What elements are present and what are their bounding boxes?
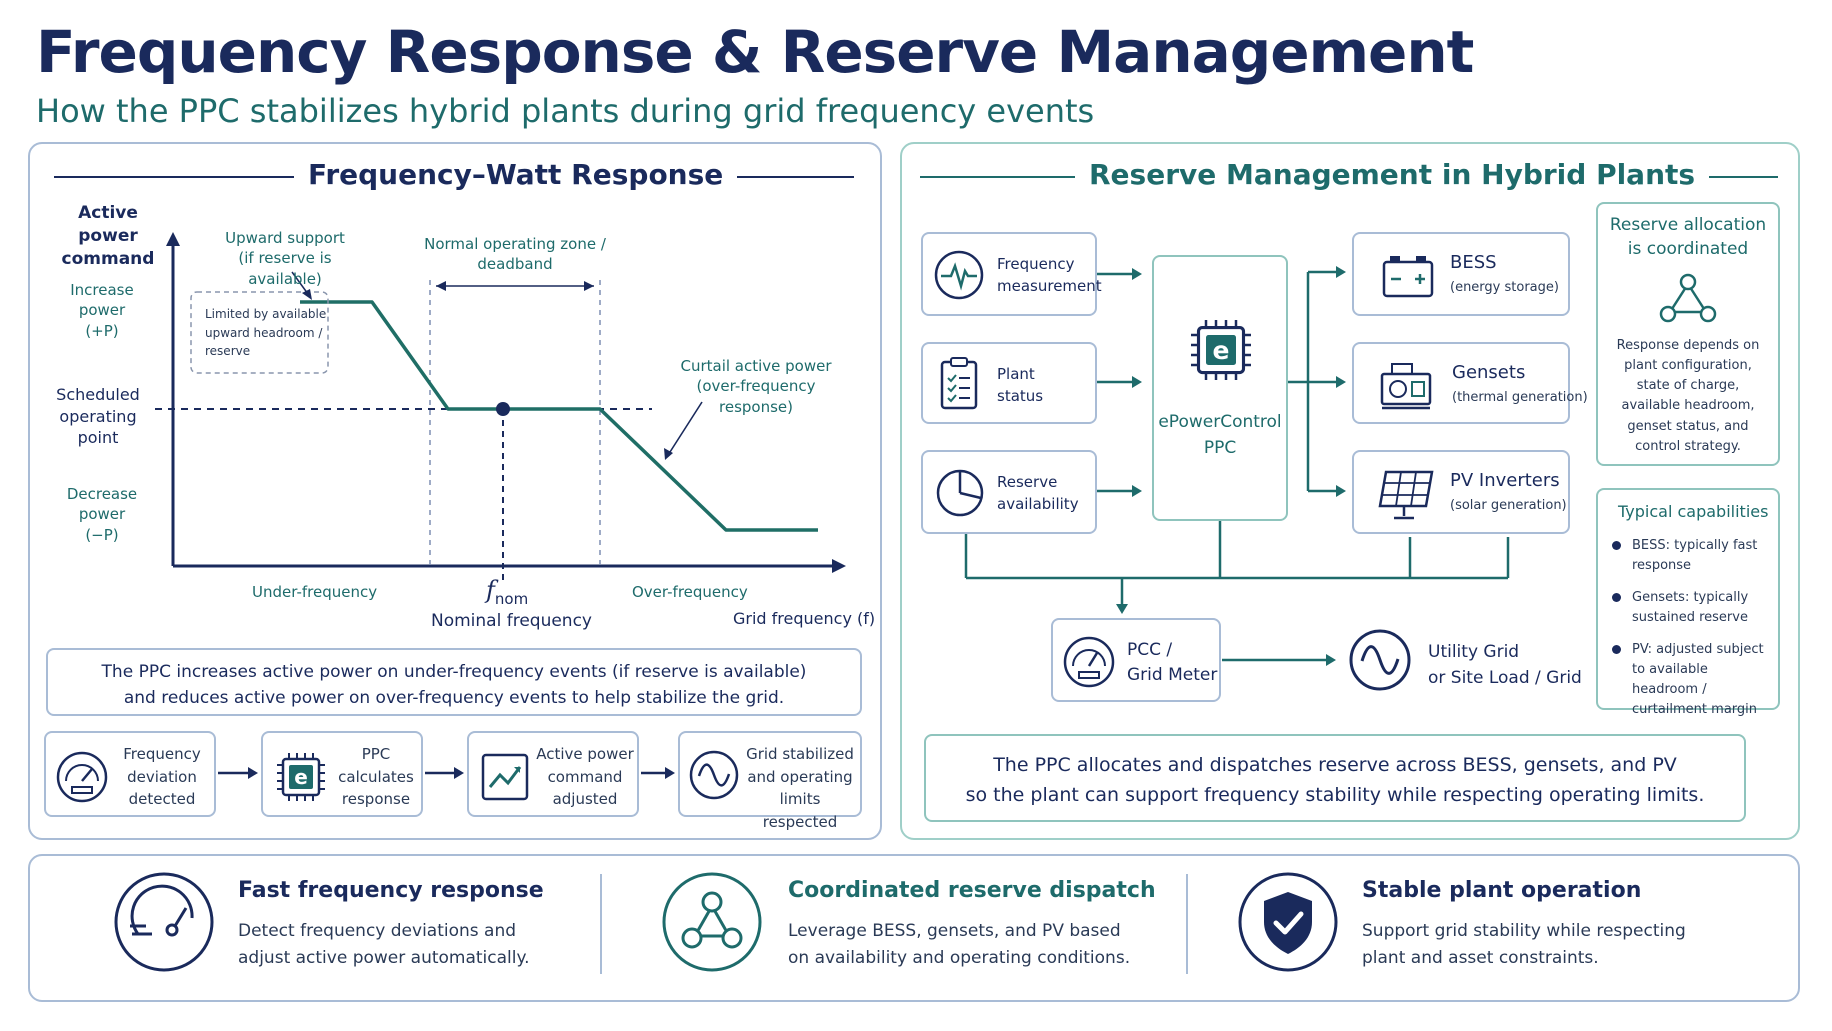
utility-sine-wave-icon — [1349, 629, 1411, 691]
pie-chart-icon — [936, 469, 984, 517]
footer-divider-2 — [1186, 874, 1188, 974]
output-bess: BESS (energy storage) — [1352, 232, 1570, 316]
upward-support-pointer — [291, 271, 309, 295]
shield-check-icon — [1238, 872, 1338, 972]
curtail-label: Curtail active power(over-frequency resp… — [680, 357, 832, 416]
solar-panel-icon — [1378, 470, 1434, 520]
normal-zone-label: Normal operating zone /deadband — [424, 235, 606, 274]
genset-icon — [1380, 363, 1432, 410]
benefit-stable-operation: Stable plant operation Support grid stab… — [1236, 868, 1766, 984]
network-nodes-icon — [1659, 273, 1717, 323]
benefit-fast-response: Fast frequency response Detect frequency… — [112, 868, 592, 984]
clipboard-icon — [940, 357, 978, 410]
output-pv-inverters: PV Inverters (solar generation) — [1352, 450, 1570, 534]
left-summary-box: The PPC increases active power on under-… — [46, 648, 862, 716]
output-gensets: Gensets (thermal generation) — [1352, 342, 1588, 424]
svg-text:e: e — [294, 765, 308, 789]
gauge-icon — [56, 751, 108, 803]
response-curve — [300, 300, 818, 532]
network-icon — [662, 872, 762, 972]
frequency-watt-panel — [28, 142, 882, 840]
sine-wave-icon — [689, 750, 739, 800]
left-panel-title: Frequency–Watt Response — [294, 158, 738, 191]
battery-icon — [1382, 256, 1434, 298]
curtail-pointer — [669, 401, 703, 453]
benefits-footer — [28, 854, 1800, 1002]
page-subtitle: How the PPC stabilizes hybrid plants dur… — [36, 92, 1095, 130]
right-panel-title: Reserve Management in Hybrid Plants — [1075, 158, 1710, 191]
pulse-icon — [934, 250, 984, 300]
ppc-chip-icon: e — [1191, 320, 1251, 380]
under-frequency-label: Under-frequency — [252, 583, 378, 601]
right-summary-box: The PPC allocates and dispatches reserve… — [924, 734, 1746, 822]
nominal-frequency-label: Nominal frequency — [431, 611, 592, 631]
typical-capabilities-box: Typical capabilities BESS: typically fas… — [1596, 488, 1780, 717]
upward-support-label: Upward support(if reserve is available) — [225, 229, 345, 288]
limited-note-box — [190, 291, 329, 374]
speedometer-icon — [114, 872, 214, 972]
pcc-grid-meter: PCC /Grid Meter — [1051, 618, 1221, 702]
y-axis-arrow — [166, 232, 180, 246]
x-axis-arrow — [832, 559, 846, 573]
x-axis-label: Grid frequency (f) — [733, 609, 876, 628]
chip-icon: e — [277, 753, 325, 801]
over-frequency-label: Over-frequency — [632, 583, 748, 601]
nominal-point — [496, 402, 510, 416]
svg-text:e: e — [1213, 336, 1230, 365]
meter-icon — [1063, 636, 1115, 688]
f-nom-label: fnom — [486, 576, 529, 608]
benefit-coordinated-dispatch: Coordinated reserve dispatch Leverage BE… — [660, 868, 1180, 984]
trend-chart-icon — [481, 753, 529, 801]
page-title: Frequency Response & Reserve Management — [36, 18, 1474, 86]
footer-divider-1 — [600, 874, 602, 974]
y-axis-label: Active power command — [61, 203, 155, 269]
